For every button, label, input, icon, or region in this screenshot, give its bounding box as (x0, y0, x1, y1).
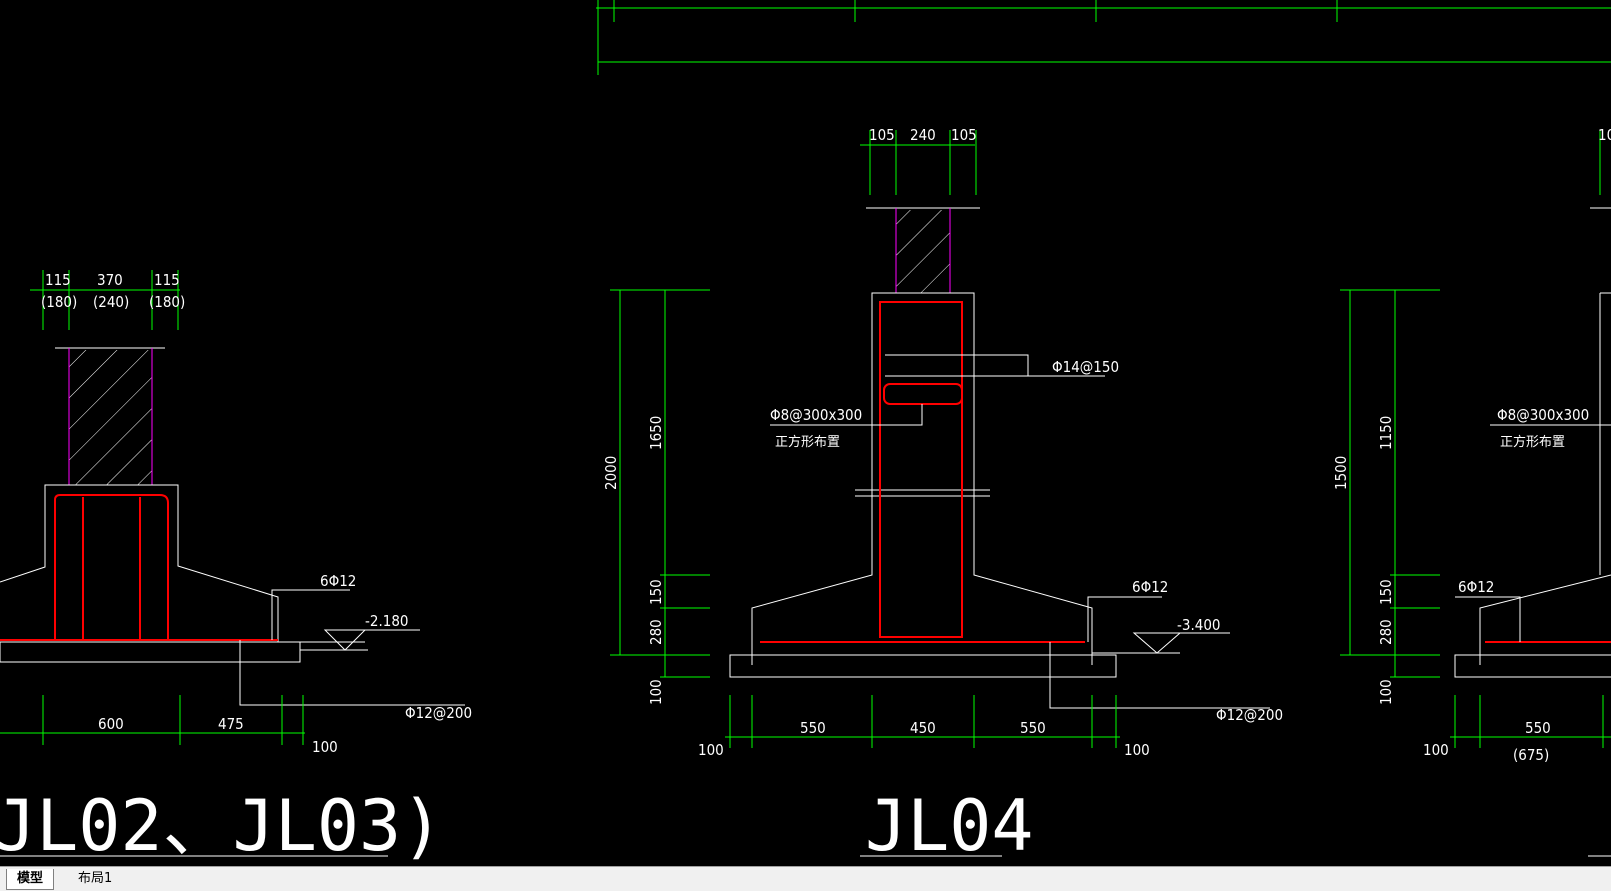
right-dim-100: 100 (1423, 741, 1449, 759)
right-rebar-label: 6Φ12 (1458, 578, 1494, 596)
middle-side-150: 150 (647, 579, 665, 605)
right-tie-label: Φ8@300x300 (1497, 406, 1589, 424)
tab-layout1[interactable]: 布局1 (78, 871, 113, 886)
middle-dim-105a: 105 (869, 126, 895, 144)
right-side-1150: 1150 (1377, 416, 1395, 450)
left-section-title: JL02、JL03) (0, 785, 443, 866)
middle-side-1650: 1650 (647, 416, 665, 450)
left-rebar-label: 6Φ12 (320, 572, 356, 590)
middle-dim-100b: 100 (1124, 741, 1150, 759)
middle-dim-100a: 100 (698, 741, 724, 759)
left-dim-240: (240) (93, 293, 129, 311)
middle-stirrup-label: Φ14@150 (1052, 358, 1119, 376)
right-side-total: 1500 (1332, 456, 1350, 490)
left-bottom-rebar: Φ12@200 (405, 704, 472, 722)
right-side-280: 280 (1377, 619, 1395, 645)
middle-dim-550a: 550 (800, 719, 826, 737)
right-dim-550: 550 (1525, 719, 1551, 737)
section-middle: 105 240 105 Φ14@150 Φ8@300x300 正方形布置 6Φ1… (602, 126, 1283, 866)
left-dim-600: 600 (98, 715, 124, 733)
left-dim-180b: (180) (149, 293, 185, 311)
middle-dim-450: 450 (910, 719, 936, 737)
right-dim-675: (675) (1513, 746, 1549, 764)
left-dim-115a: 115 (45, 271, 71, 289)
middle-dim-105b: 105 (951, 126, 977, 144)
middle-tie-note: 正方形布置 (775, 434, 840, 450)
left-dim-370: 370 (97, 271, 123, 289)
middle-dim-550b: 550 (1020, 719, 1046, 737)
middle-side-total: 2000 (602, 456, 620, 490)
layout-tab-bar: 模型 布局1 (0, 866, 1611, 891)
top-dimension-lines (596, 0, 1611, 75)
left-elevation: -2.180 (365, 612, 409, 630)
middle-side-100: 100 (647, 679, 665, 705)
middle-side-280: 280 (647, 619, 665, 645)
middle-bottom-rebar: Φ12@200 (1216, 706, 1283, 724)
right-dim-top: 10 (1598, 126, 1611, 144)
middle-section-title: JL04 (865, 785, 1034, 866)
middle-rebar-label: 6Φ12 (1132, 578, 1168, 596)
left-dim-180a: (180) (41, 293, 77, 311)
middle-elevation: -3.400 (1177, 616, 1221, 634)
middle-tie-label: Φ8@300x300 (770, 406, 862, 424)
right-side-100: 100 (1377, 679, 1395, 705)
middle-dim-240: 240 (910, 126, 936, 144)
tab-model[interactable]: 模型 (6, 869, 55, 890)
right-tie-note: 正方形布置 (1500, 434, 1565, 450)
drawing-canvas[interactable]: 115 370 115 (180) (240) (180) 6Φ12 Φ12@2… (0, 0, 1611, 866)
right-side-150: 150 (1377, 579, 1395, 605)
section-right: 10 6Φ12 Φ8@300x300 正方形布置 1500 1150 150 2… (1332, 126, 1611, 857)
left-dim-115b: 115 (154, 271, 180, 289)
section-left: 115 370 115 (180) (240) (180) 6Φ12 Φ12@2… (0, 270, 472, 866)
left-dim-100: 100 (312, 738, 338, 756)
left-dim-475: 475 (218, 715, 244, 733)
